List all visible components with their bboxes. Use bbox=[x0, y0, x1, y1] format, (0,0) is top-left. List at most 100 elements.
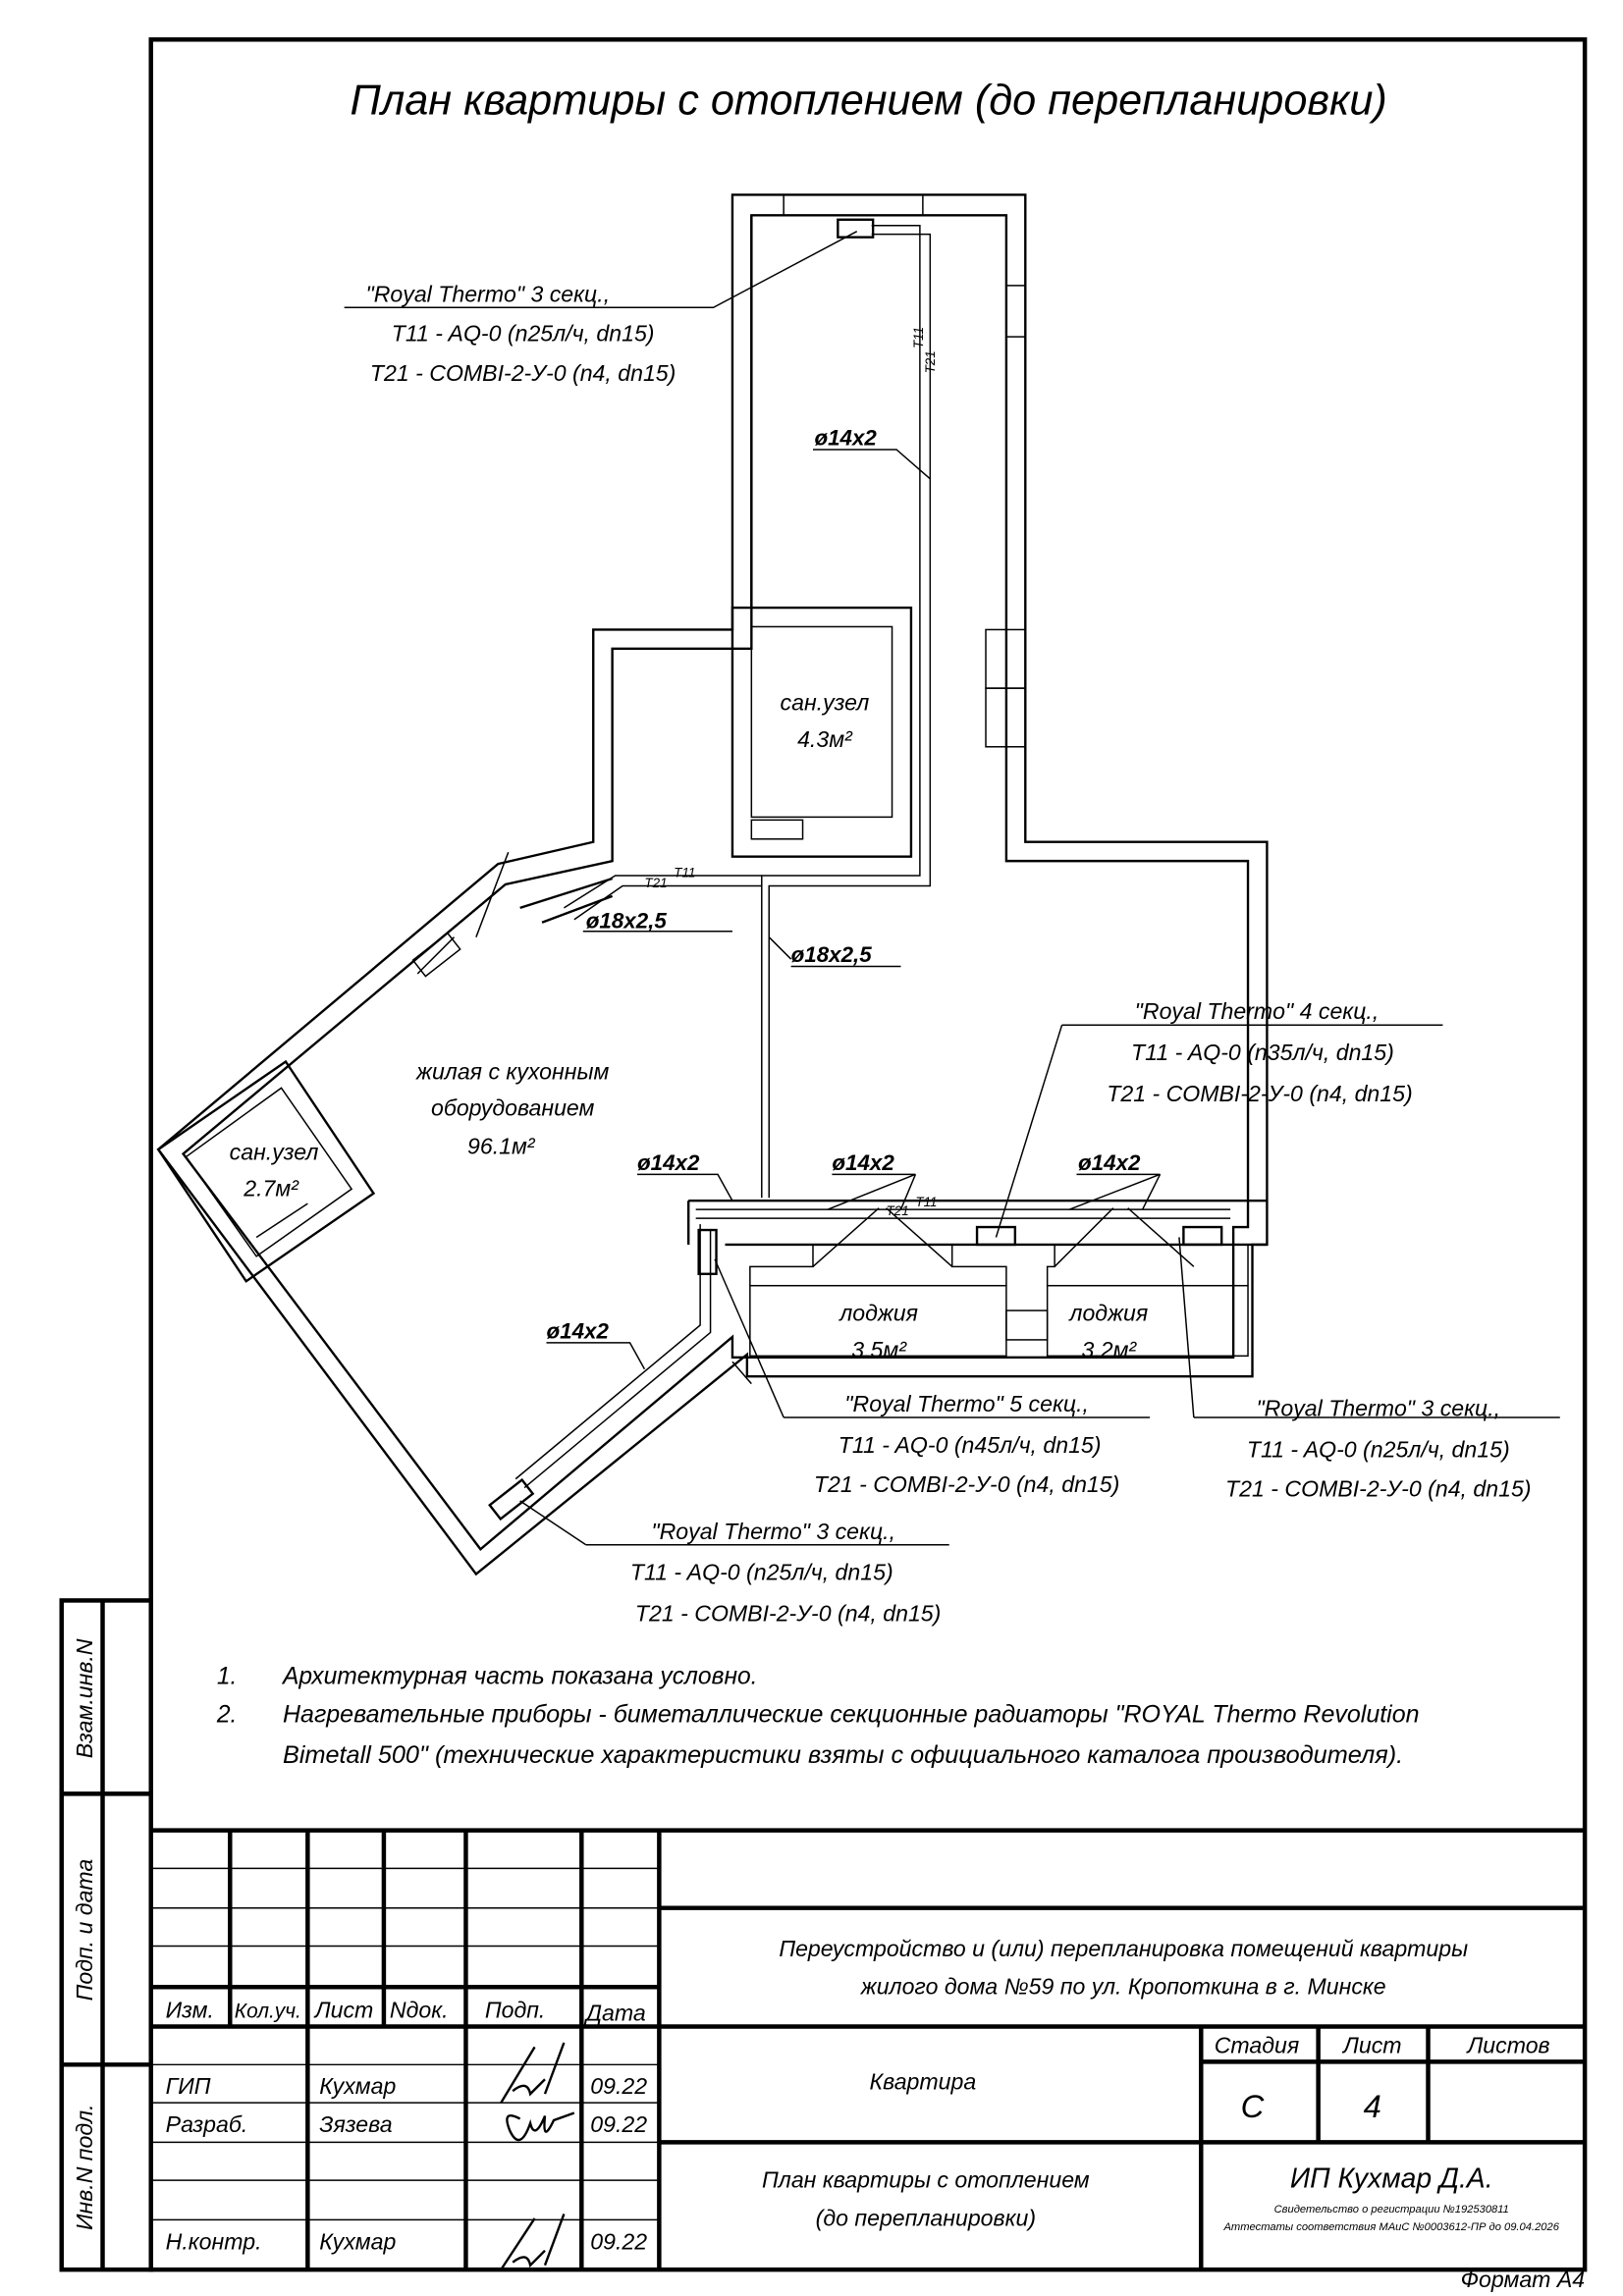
role-gip: ГИП bbox=[166, 2073, 211, 2099]
pipe-label: ø14x2 bbox=[832, 1150, 894, 1175]
sheet-frame bbox=[148, 37, 1588, 2272]
pipe-t11: T11 bbox=[915, 1195, 937, 1209]
room-loggia1-area: 3.5м² bbox=[851, 1337, 907, 1362]
radiator-icon bbox=[837, 218, 875, 239]
pipe-label: ø18x2,5 bbox=[791, 942, 873, 967]
room-living-area: 96.1м² bbox=[467, 1133, 536, 1158]
radiator-model: "Royal Thermo" 3 секц., bbox=[1256, 1395, 1500, 1420]
pipe-t11: T11 bbox=[911, 327, 926, 348]
radiator-label-1: "Royal Thermo" 3 секц., T11 - AQ-0 (n25л… bbox=[366, 281, 676, 386]
room-bath-left: сан.узел bbox=[230, 1139, 319, 1164]
signature bbox=[506, 2111, 575, 2142]
radiator-icon bbox=[1182, 1225, 1223, 1247]
role-nkontr: Н.контр. bbox=[166, 2228, 262, 2254]
sheets-label: Листов bbox=[1465, 2032, 1549, 2057]
radiator-valve: T11 - AQ-0 (n25л/ч, dn15) bbox=[630, 1560, 893, 1585]
pipe-label: ø18x2,5 bbox=[586, 909, 668, 934]
window-top bbox=[783, 193, 924, 217]
bath-top-walls bbox=[730, 606, 913, 858]
name-nkontr: Кухмар bbox=[319, 2228, 396, 2254]
sheet-title-line1: План квартиры с отоплением bbox=[762, 2167, 1090, 2193]
company-attestation: Аттестаты соответствия МАиС №0003612-ПР … bbox=[1222, 2221, 1559, 2233]
window-right bbox=[1005, 285, 1027, 338]
name-gip: Кухмар bbox=[319, 2073, 396, 2099]
room-bath-top: сан.узел bbox=[781, 689, 870, 715]
radiator-lockshield: T21 - COMBI-2-У-0 (n4, dn15) bbox=[814, 1471, 1119, 1497]
room-loggia1: лоджия bbox=[838, 1301, 918, 1326]
pipe-label: ø14x2 bbox=[637, 1150, 700, 1175]
radiator-lockshield: T21 - COMBI-2-У-0 (n4, dn15) bbox=[370, 360, 676, 386]
inner-wall bbox=[181, 214, 1250, 1551]
paper-format: Формат А4 bbox=[1461, 2267, 1585, 2292]
heating-pipes bbox=[514, 224, 1231, 1489]
radiator-icon bbox=[975, 1225, 1017, 1247]
header-podp: Подп. bbox=[485, 1998, 546, 2023]
stage-value: С bbox=[1241, 2088, 1265, 2124]
radiator-model: "Royal Thermo" 3 секц., bbox=[366, 281, 611, 306]
project-line1: Переустройство и (или) перепланировка по… bbox=[779, 1936, 1468, 1961]
signature bbox=[500, 2214, 566, 2270]
radiator-valve: T11 - AQ-0 (n35л/ч, dn15) bbox=[1131, 1040, 1394, 1065]
note-text: Bimetall 500" (технические характеристик… bbox=[283, 1742, 1403, 1769]
signature bbox=[500, 2042, 566, 2104]
radiator-icon bbox=[488, 1477, 535, 1522]
side-inv: Инв.N подл. bbox=[72, 2104, 97, 2230]
pipe-t21: T21 bbox=[887, 1203, 909, 1218]
radiator-valve: T11 - AQ-0 (n25л/ч, dn15) bbox=[1247, 1436, 1510, 1462]
radiator-lockshield: T21 - COMBI-2-У-0 (n4, dn15) bbox=[635, 1600, 941, 1626]
sheet-title-line2: (до перепланировки) bbox=[816, 2205, 1036, 2230]
header-list: Лист bbox=[313, 1998, 374, 2023]
side-strip: Взам.инв.N Подп. и дата Инв.N подл. bbox=[59, 1598, 153, 2272]
radiators bbox=[488, 218, 1223, 1522]
date-nkontr: 09.22 bbox=[590, 2228, 647, 2254]
radiator-lockshield: T21 - COMBI-2-У-0 (n4, dn15) bbox=[1107, 1081, 1412, 1106]
header-data: Дата bbox=[583, 2001, 646, 2026]
radiator-label-3: "Royal Thermo" 5 секц., T11 - AQ-0 (n45л… bbox=[814, 1391, 1119, 1497]
side-vzam: Взам.инв.N bbox=[72, 1638, 97, 1758]
outer-wall bbox=[156, 193, 1269, 1576]
bath-left-walls bbox=[156, 1059, 376, 1283]
radiator-model: "Royal Thermo" 3 секц., bbox=[651, 1519, 895, 1544]
room-bath-left-area: 2.7м² bbox=[243, 1176, 299, 1201]
radiator-label-2: "Royal Thermo" 4 секц., T11 - AQ-0 (n35л… bbox=[1107, 998, 1412, 1106]
title-block: Изм. Кол.уч. Лист Nдок. Подп. Дата ГИП К… bbox=[150, 1828, 1586, 2270]
side-podp: Подп. и дата bbox=[72, 1859, 97, 2002]
sheet-value: 4 bbox=[1364, 2088, 1381, 2124]
pipe-label: ø14x2 bbox=[547, 1318, 610, 1343]
radiator-valve: T11 - AQ-0 (n45л/ч, dn15) bbox=[839, 1432, 1102, 1458]
name-razrab: Зязева bbox=[319, 2111, 392, 2137]
leader-lines bbox=[344, 231, 1560, 1546]
sheet-label: Лист bbox=[1341, 2032, 1402, 2057]
radiator-model: "Royal Thermo" 4 секц., bbox=[1135, 998, 1380, 1024]
room-living: жилая с кухонным bbox=[415, 1058, 609, 1084]
pipe-t21: T21 bbox=[923, 350, 938, 373]
note-text: Архитектурная часть показана условно. bbox=[281, 1663, 758, 1689]
notes: 1. Архитектурная часть показана условно.… bbox=[216, 1663, 1420, 1769]
pipe-t11: T11 bbox=[674, 866, 695, 881]
radiator-icon bbox=[697, 1228, 718, 1275]
date-gip: 09.22 bbox=[590, 2073, 647, 2099]
stage-label: Стадия bbox=[1215, 2032, 1300, 2057]
radiator-label-4: "Royal Thermo" 3 секц., T11 - AQ-0 (n25л… bbox=[1225, 1395, 1531, 1501]
note-num: 2. bbox=[216, 1701, 238, 1728]
pipe-t21: T21 bbox=[644, 876, 667, 890]
room-loggia2-area: 3.2м² bbox=[1081, 1337, 1137, 1362]
header-izm: Изм. bbox=[166, 1998, 214, 2023]
room-loggia2: лоджия bbox=[1067, 1301, 1148, 1326]
header-ndok: Nдок. bbox=[390, 1998, 449, 2023]
role-razrab: Разраб. bbox=[166, 2111, 248, 2137]
note-text: Нагревательные приборы - биметаллические… bbox=[283, 1701, 1420, 1728]
project-line2: жилого дома №59 по ул. Кропоткина в г. М… bbox=[860, 1974, 1386, 2000]
pipe-label: ø14x2 bbox=[814, 425, 877, 450]
radiator-lockshield: T21 - COMBI-2-У-0 (n4, dn15) bbox=[1225, 1476, 1531, 1502]
pipe-label: ø14x2 bbox=[1078, 1150, 1141, 1175]
room-bath-top-area: 4.3м² bbox=[797, 726, 853, 752]
floor-plan bbox=[156, 193, 1269, 1576]
header-koluch: Кол.уч. bbox=[235, 2001, 301, 2023]
radiator-valve: T11 - AQ-0 (n25л/ч, dn15) bbox=[392, 321, 655, 347]
radiator-model: "Royal Thermo" 5 секц., bbox=[844, 1391, 1089, 1416]
object-name: Квартира bbox=[870, 2069, 977, 2095]
company-name: ИП Кухмар Д.А. bbox=[1290, 2163, 1493, 2195]
company-certificate: Свидетельство о регистрации №192530811 bbox=[1274, 2204, 1509, 2216]
